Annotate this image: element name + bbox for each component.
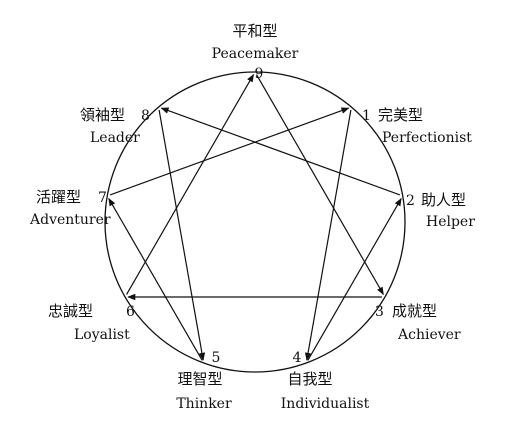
point-8-english: Leader	[90, 130, 140, 146]
arrow-6-to-9	[126, 73, 255, 295]
point-6-label: 忠誠型 6 Loyalist	[48, 302, 135, 343]
arrow-9-to-3	[255, 74, 384, 296]
point-8-label: 領袖型 8 Leader	[80, 106, 150, 146]
point-8-chinese: 領袖型	[80, 106, 125, 124]
arrow-7-to-1	[109, 107, 350, 196]
point-4-number: 4	[293, 350, 302, 366]
point-3-number: 3	[375, 304, 384, 320]
point-1-number: 1	[362, 108, 371, 124]
point-7-number: 7	[98, 190, 107, 206]
arrow-2-to-8	[160, 107, 401, 196]
point-5-number: 5	[212, 350, 221, 366]
point-3-english: Achiever	[397, 327, 461, 343]
point-2-chinese: 助人型	[421, 191, 466, 209]
point-9-label: 平和型 Peacemaker 9	[212, 22, 299, 82]
point-7-english: Adventurer	[29, 212, 111, 228]
point-3-label: 3 成就型 Achiever	[375, 302, 461, 343]
point-6-english: Loyalist	[74, 327, 130, 343]
point-8-number: 8	[141, 108, 150, 124]
point-1-chinese: 完美型	[378, 106, 423, 124]
point-2-english: Helper	[426, 214, 475, 230]
point-3-chinese: 成就型	[392, 302, 437, 320]
point-4-english: Individualist	[281, 396, 370, 412]
point-2-label: 2 助人型 Helper	[406, 191, 475, 230]
point-5-english: Thinker	[176, 396, 232, 412]
arrow-8-to-5	[158, 109, 206, 361]
point-2-number: 2	[406, 193, 415, 209]
point-6-chinese: 忠誠型	[48, 302, 93, 320]
point-4-label: 4 自我型 Individualist	[281, 350, 370, 412]
point-9-chinese: 平和型	[232, 22, 277, 40]
arrow-1-to-4	[304, 109, 352, 361]
point-5-label: 5 理智型 Thinker	[176, 350, 232, 412]
arrow-lines	[108, 73, 402, 361]
arrow-5-to-7	[108, 197, 203, 361]
outer-circle	[104, 71, 406, 373]
point-7-label: 活躍型 7 Adventurer	[29, 188, 111, 228]
point-7-chinese: 活躍型	[36, 188, 81, 206]
point-9-english: Peacemaker	[212, 46, 299, 62]
point-1-english: Perfectionist	[382, 130, 472, 146]
arrow-4-to-2	[307, 197, 402, 361]
point-5-chinese: 理智型	[177, 370, 222, 388]
point-4-chinese: 自我型	[287, 370, 332, 388]
point-6-number: 6	[126, 304, 135, 320]
point-9-number: 9	[255, 66, 264, 82]
point-1-label: 1 完美型 Perfectionist	[362, 106, 472, 146]
